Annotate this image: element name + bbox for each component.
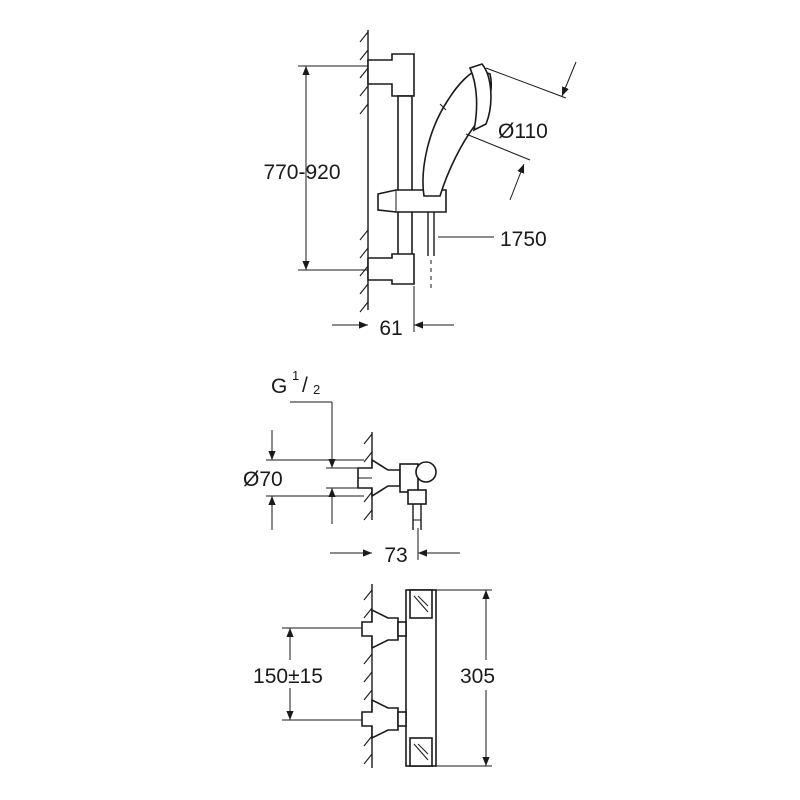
- mixer-length-label: 305: [460, 665, 495, 688]
- thread-numerator: 1: [292, 368, 299, 383]
- top-bracket: [367, 53, 415, 97]
- dim-head-diameter: Ø110: [465, 61, 577, 201]
- thermostat-body: [405, 589, 437, 767]
- lower-eccentric: [361, 698, 399, 740]
- head-diameter-label: Ø110: [498, 120, 548, 143]
- outlet-fitting: [407, 489, 427, 505]
- shower-rail-view: 770-920 Ø110 1750 61: [263, 30, 577, 340]
- mixer-side-body: [357, 458, 437, 530]
- thread-denominator: 2: [313, 382, 320, 397]
- control-knob-side: [415, 461, 437, 483]
- dim-flange-diameter: Ø70: [243, 430, 364, 530]
- thread-slash: /: [302, 374, 308, 397]
- rail-assembly: [367, 53, 447, 285]
- rail-height-label: 770-920: [263, 161, 340, 184]
- wall-hatching: [363, 589, 373, 765]
- lower-nut: [397, 711, 407, 727]
- thread-label: G: [271, 375, 287, 398]
- mixer-side-view: G 1 / 2 Ø70 73: [243, 368, 460, 567]
- mixer-front-body: [361, 589, 437, 767]
- connection-spacing-label: 150±15: [253, 665, 323, 688]
- rail-depth-label: 61: [379, 317, 402, 340]
- wall-hatching: [363, 433, 373, 521]
- hand-shower: [422, 63, 492, 290]
- upper-nut: [397, 621, 407, 637]
- dim-hose-length: 1750: [438, 228, 547, 251]
- flange-diameter-label: Ø70: [243, 468, 283, 491]
- mixer-front-view: 150±15 305: [253, 584, 495, 768]
- upper-eccentric: [361, 608, 399, 650]
- dim-mixer-length: 305: [436, 589, 495, 767]
- shower-head-face: [468, 63, 492, 132]
- dim-mixer-depth: 73: [330, 528, 460, 567]
- mixer-connector: [399, 463, 419, 493]
- mixer-depth-label: 73: [384, 544, 407, 567]
- dim-rail-depth: 61: [332, 286, 454, 340]
- dim-connection-spacing: 150±15: [253, 627, 362, 721]
- bottom-bracket: [367, 253, 415, 285]
- wall-hatching: [359, 31, 369, 313]
- slide-rail: [397, 95, 413, 257]
- dim-thread: G 1 / 2: [271, 368, 358, 524]
- dim-rail-height: 770-920: [263, 65, 368, 271]
- hose-length-label: 1750: [500, 228, 547, 251]
